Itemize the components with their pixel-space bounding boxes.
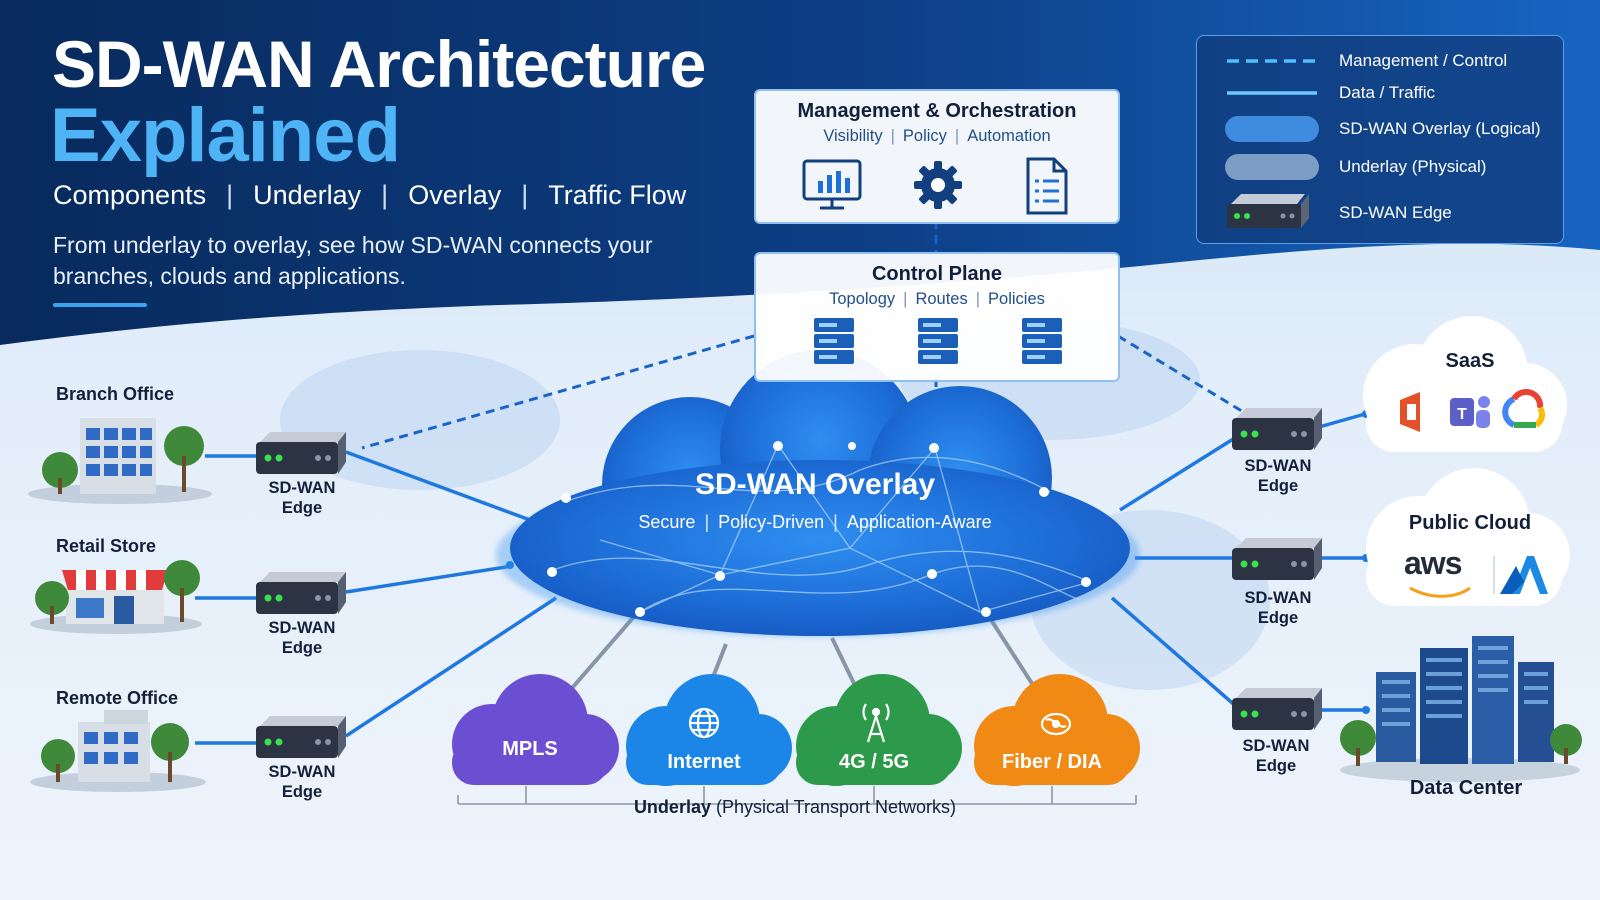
header-description: From underlay to overlay, see how SD-WAN…: [53, 232, 653, 289]
legend-edge-swatch: [1227, 194, 1309, 228]
sd-wan-overlay-cloud: [496, 350, 1140, 637]
underlay-caption: Underlay (Physical Transport Networks): [560, 797, 1030, 818]
azure-icon: [1500, 556, 1548, 594]
accent-underline: [53, 303, 147, 307]
title-line1: SD-WAN Architecture: [52, 27, 706, 101]
management-icons: [802, 157, 1068, 215]
sd-wan-edge-device-remote: [256, 716, 346, 758]
edge-label-remote: SD-WAN Edge: [268, 763, 336, 801]
control-plane-title: Control Plane: [871, 263, 1002, 285]
management-item-policy: Policy: [902, 127, 947, 145]
globe-icon: [688, 707, 720, 739]
svg-text:T: T: [1457, 406, 1467, 423]
server-icon: [814, 318, 854, 364]
transport-cloud-fiber: [974, 674, 1140, 786]
sd-wan-edge-device-cloud: [1232, 538, 1322, 580]
saas-title: SaaS: [1445, 350, 1495, 372]
sd-wan-edge-device-branch: [256, 432, 346, 474]
management-items: Visibility|Policy|Automation: [823, 127, 1051, 145]
overlay-title: SD-WAN Overlay: [694, 468, 936, 501]
legend-label-overlay: SD-WAN Overlay (Logical): [1339, 119, 1541, 138]
edge-label-saas: SD-WAN Edge: [1244, 457, 1312, 495]
fiber-icon: [1040, 712, 1072, 736]
legend-label-management: Management / Control: [1339, 51, 1508, 70]
data-center-building-icon: [1340, 636, 1582, 782]
gear-icon: [914, 161, 962, 209]
topic-tabs: Components|Underlay|Overlay|Traffic Flow: [53, 180, 687, 210]
sd-wan-edge-device-datacenter: [1232, 688, 1322, 730]
legend-underlay-swatch: [1225, 154, 1319, 180]
control-item-topology: Topology: [829, 290, 896, 308]
teams-icon: T: [1450, 396, 1490, 428]
monitor-chart-icon: [802, 159, 862, 210]
control-plane-items: Topology|Routes|Policies: [829, 290, 1045, 308]
edge-label-retail: SD-WAN Edge: [268, 619, 336, 657]
data-center-title: Data Center: [1409, 777, 1523, 799]
site-label-remote-office: Remote Office: [56, 688, 179, 708]
title-line2: Explained: [50, 93, 401, 178]
transport-cloud-4g5g: [796, 674, 962, 786]
control-item-routes: Routes: [915, 290, 968, 308]
legend-label-underlay: Underlay (Physical): [1339, 157, 1487, 176]
sd-wan-edge-device-saas: [1232, 408, 1322, 450]
server-icon: [918, 318, 958, 364]
tab-overlay: Overlay: [408, 180, 502, 210]
remote-office-building: [30, 710, 206, 792]
document-icon: [1026, 157, 1068, 215]
overlay-properties: Secure|Policy-Driven|Application-Aware: [638, 512, 992, 532]
control-item-policies: Policies: [988, 290, 1045, 308]
control-plane-panel: Control Plane Topology|Routes|Policies: [754, 252, 1120, 382]
transport-label-fiber: Fiber / DIA: [1001, 751, 1102, 773]
legend: Management / Control Data / Traffic SD-W…: [1196, 35, 1564, 244]
transport-cloud-mpls: [452, 674, 619, 785]
management-title: Management & Orchestration: [797, 100, 1077, 122]
public-cloud-title: Public Cloud: [1408, 512, 1532, 534]
saas-cloud: [1363, 316, 1567, 452]
site-label-retail-store: Retail Store: [56, 536, 157, 556]
cell-tower-icon: [862, 703, 890, 743]
branch-office-building: [28, 418, 212, 504]
legend-label-edge: SD-WAN Edge: [1339, 203, 1452, 222]
google-cloud-icon: [1502, 388, 1545, 428]
transport-label-internet: Internet: [667, 751, 741, 773]
overlay-item-policy-driven: Policy-Driven: [718, 512, 825, 532]
control-plane-icons: [814, 318, 1062, 364]
aws-smile: [1409, 586, 1471, 598]
tab-underlay: Underlay: [253, 180, 362, 210]
office-icon: [1400, 392, 1420, 432]
management-item-automation: Automation: [967, 127, 1051, 145]
tab-traffic-flow: Traffic Flow: [548, 180, 687, 210]
edge-label-branch: SD-WAN Edge: [268, 479, 336, 517]
tab-components: Components: [53, 180, 207, 210]
sd-wan-edge-device-retail: [256, 572, 346, 614]
server-icon: [1022, 318, 1062, 364]
edge-label-datacenter: SD-WAN Edge: [1242, 737, 1310, 775]
management-orchestration-panel: Management & Orchestration Visibility|Po…: [754, 89, 1120, 224]
underlay-bracket: [457, 786, 1137, 805]
site-label-branch-office: Branch Office: [56, 384, 175, 404]
overlay-item-application-aware: Application-Aware: [846, 512, 992, 532]
legend-label-data: Data / Traffic: [1339, 83, 1436, 102]
legend-overlay-swatch: [1225, 116, 1319, 142]
overlay-item-secure: Secure: [638, 512, 696, 532]
underlay-caption-rest: (Physical Transport Networks): [715, 797, 957, 817]
underlay-caption-bold: Underlay: [633, 797, 711, 817]
retail-store-building: [30, 560, 202, 634]
edge-label-cloud: SD-WAN Edge: [1244, 589, 1312, 627]
management-item-visibility: Visibility: [823, 127, 883, 145]
transport-label-4g5g: 4G / 5G: [838, 751, 910, 773]
transport-label-mpls: MPLS: [502, 738, 558, 760]
aws-logo: aws: [1404, 545, 1462, 581]
legend-swatches: [1225, 59, 1319, 228]
